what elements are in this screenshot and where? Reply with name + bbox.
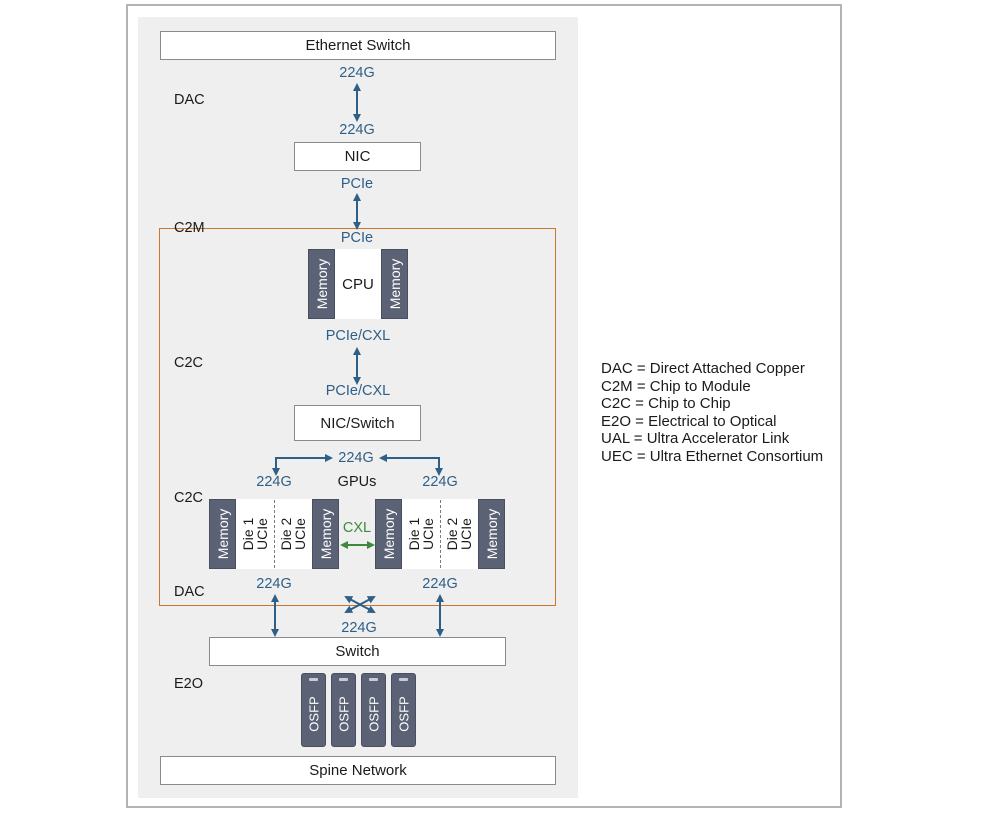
legend-item: DAC = Direct Attached Copper: [601, 360, 805, 377]
osfp-label: OSFP: [396, 696, 411, 733]
arrow-nicswitch-gpu-left: [272, 454, 333, 476]
gpu-left-memory-right: Memory: [312, 499, 339, 569]
spine-network-box: Spine Network: [160, 756, 556, 785]
legend-item: C2C = Chip to Chip: [601, 395, 731, 412]
gpus-label: GPUs: [337, 474, 377, 490]
link-label-224g-gpu-left-top: 224G: [256, 474, 292, 490]
side-label-c2m: C2M: [174, 220, 205, 236]
gpu-right-memory-right: Memory: [478, 499, 505, 569]
gpu-right-die-divider: [440, 500, 441, 568]
link-label-pciecxl-2: PCIe/CXL: [325, 383, 391, 399]
gpu-left-die-divider: [274, 500, 275, 568]
nic-box: NIC: [294, 142, 421, 171]
gpu-right-memory-left: Memory: [375, 499, 402, 569]
nic-switch-box: NIC/Switch: [294, 405, 421, 441]
link-label-pciecxl-1: PCIe/CXL: [325, 328, 391, 344]
cpu-label: CPU: [342, 275, 374, 293]
cxl-label: CXL: [342, 520, 372, 536]
link-label-pcie-2: PCIe: [340, 230, 374, 246]
legend-item: UAL = Ultra Accelerator Link: [601, 430, 790, 447]
osfp-module-3: OSFP: [361, 673, 386, 747]
side-label-dac-bottom: DAC: [174, 584, 205, 600]
arrow-nicswitch-gpu-right: [379, 454, 443, 476]
osfp-label: OSFP: [336, 696, 351, 733]
link-label-pcie-1: PCIe: [340, 176, 374, 192]
switch-box: Switch: [209, 637, 506, 666]
osfp-module-4: OSFP: [391, 673, 416, 747]
osfp-label: OSFP: [306, 696, 321, 733]
link-label-224g-gpu-left-bottom: 224G: [256, 576, 292, 592]
link-label-224g-gpu-right-top: 224G: [422, 474, 458, 490]
memory-label: Memory: [214, 508, 231, 560]
arrow-cross-2: [344, 596, 376, 613]
osfp-label: OSFP: [366, 696, 381, 733]
osfp-module-2: OSFP: [331, 673, 356, 747]
side-label-e2o: E2O: [174, 676, 204, 692]
switch-label: Switch: [335, 643, 380, 660]
side-label-c2c-1: C2C: [174, 355, 204, 371]
side-label-dac-top: DAC: [174, 92, 205, 108]
legend-item: UEC = Ultra Ethernet Consortium: [601, 447, 824, 465]
link-label-224g-top-2: 224G: [339, 122, 375, 138]
memory-label: Memory: [317, 508, 334, 560]
link-label-224g-mid: 224G: [338, 450, 374, 466]
osfp-module-1: OSFP: [301, 673, 326, 747]
legend-item: E2O = Electrical to Optical: [601, 412, 777, 430]
nic-label: NIC: [344, 148, 371, 165]
gpu-left-memory-left: Memory: [209, 499, 236, 569]
memory-label: Memory: [380, 508, 397, 560]
ethernet-switch-box: Ethernet Switch: [160, 31, 556, 60]
spine-network-label: Spine Network: [309, 762, 407, 779]
link-label-224g-cross: 224G: [341, 620, 377, 636]
nic-switch-label: NIC/Switch: [320, 414, 395, 432]
memory-label: Memory: [313, 258, 330, 310]
link-label-224g-gpu-right-bottom: 224G: [422, 576, 458, 592]
ethernet-switch-label: Ethernet Switch: [305, 37, 411, 54]
memory-label: Memory: [386, 258, 403, 310]
legend: DAC = Direct Attached Copper C2M = Chip …: [601, 360, 823, 465]
cpu-memory-right: Memory: [381, 249, 408, 319]
link-label-224g-top-1: 224G: [339, 65, 375, 81]
cpu-memory-left: Memory: [308, 249, 335, 319]
legend-item: C2M = Chip to Module: [601, 377, 751, 395]
memory-label: Memory: [483, 508, 500, 560]
side-label-c2c-2: C2C: [174, 490, 204, 506]
cpu-core: CPU: [335, 249, 381, 319]
